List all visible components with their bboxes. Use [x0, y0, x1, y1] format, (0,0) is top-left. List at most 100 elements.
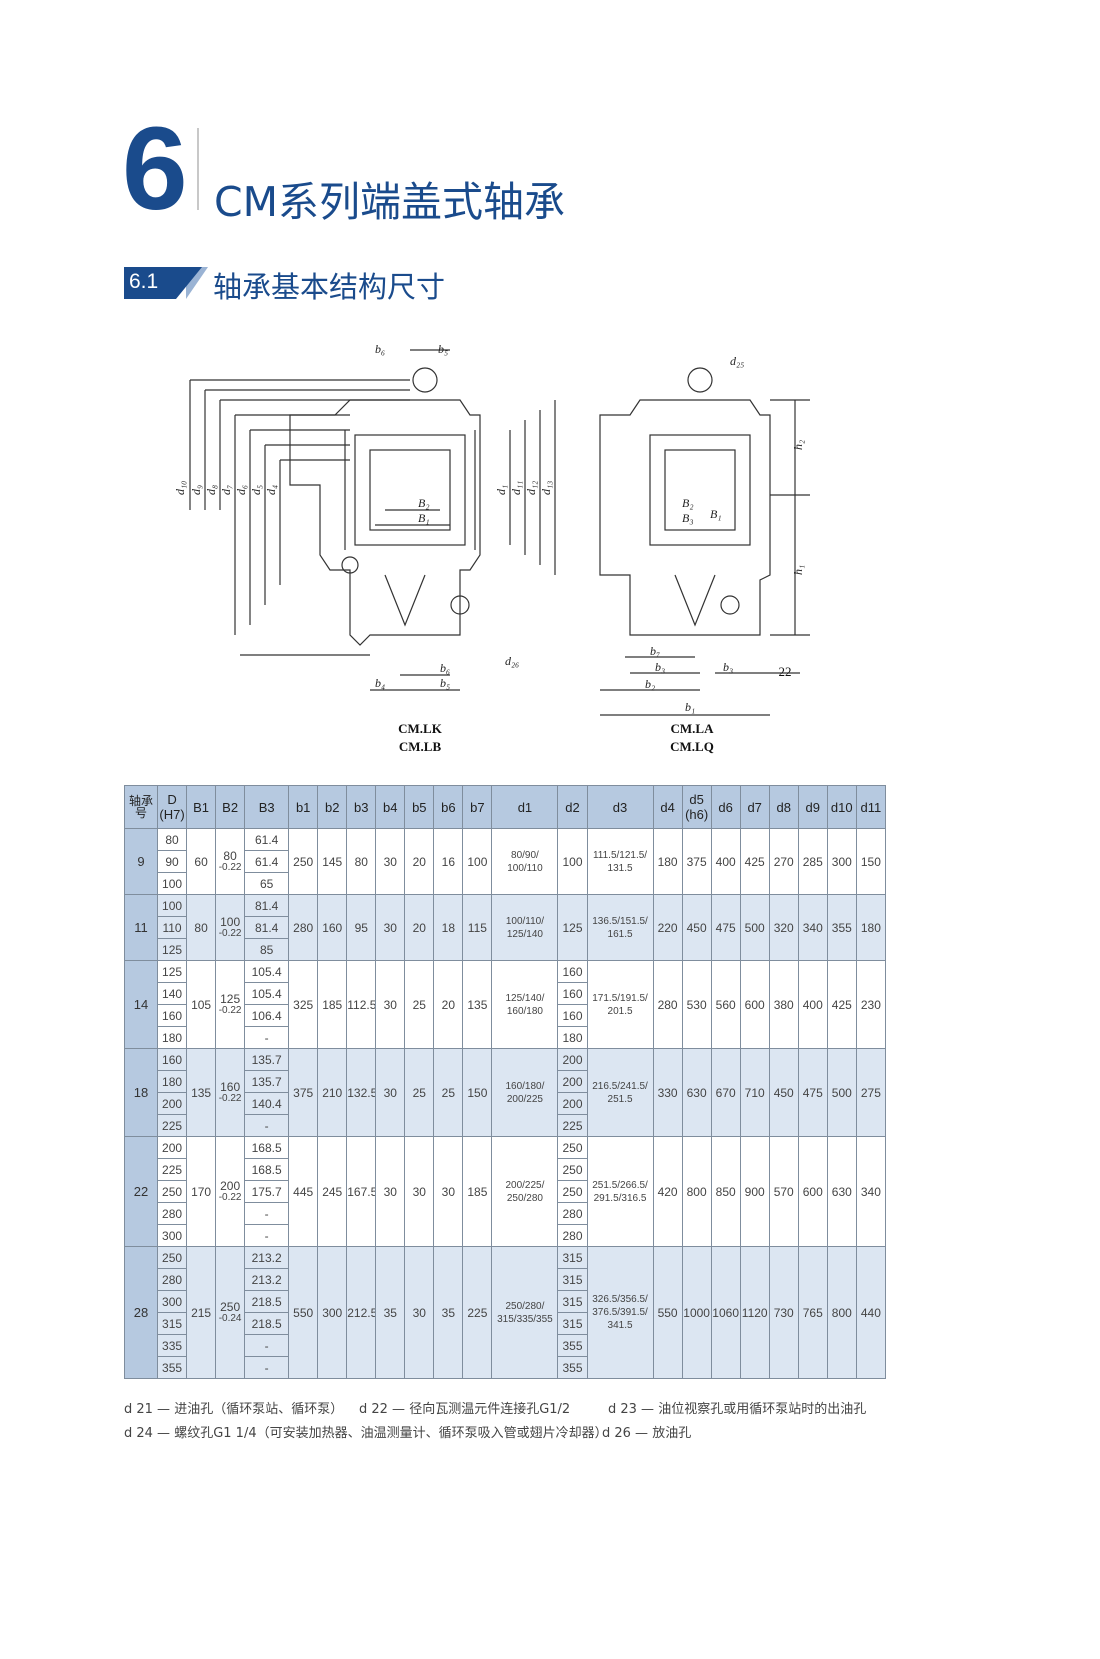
table-cell: 115 [462, 894, 493, 961]
table-cell: 150 [462, 1048, 493, 1137]
caption-left-1: CM.LK [398, 721, 443, 736]
table-cell: 61.4 [244, 828, 290, 851]
d1-cell: 160/180/ 200/225 [491, 1048, 559, 1137]
column-header: b6 [433, 785, 464, 829]
table-cell: 315 [557, 1268, 588, 1291]
table-cell: 160 [317, 894, 348, 961]
table-cell: 106.4 [244, 1004, 290, 1027]
table-cell: 185 [317, 960, 348, 1049]
table-cell: 225 [462, 1246, 493, 1379]
table-cell: 500 [739, 894, 770, 961]
bore-diameter-cell: 100 [157, 894, 188, 917]
table-cell: 330 [652, 1048, 683, 1137]
table-cell: 425 [739, 828, 770, 895]
bore-diameter-cell: 125 [157, 960, 188, 983]
table-cell: 285 [797, 828, 828, 895]
svg-text:d₅: d₅ [249, 485, 263, 495]
table-cell: 800 [681, 1136, 712, 1247]
d1-cell: 200/225/ 250/280 [491, 1136, 559, 1247]
table-cell: 145 [317, 828, 348, 895]
bearing-number-cell: 14 [123, 960, 159, 1049]
table-cell: 280 [652, 960, 683, 1049]
table-cell: 475 [710, 894, 741, 961]
table-cell: 20 [404, 828, 435, 895]
svg-text:b₄: b₄ [375, 676, 385, 690]
table-cell: 250 [288, 828, 319, 895]
table-cell: 730 [768, 1246, 799, 1379]
table-cell: 135 [462, 960, 493, 1049]
table-cell: 105.4 [244, 982, 290, 1005]
table-cell: 325 [288, 960, 319, 1049]
table-cell: 60 [186, 828, 217, 895]
table-cell: 30 [404, 1246, 435, 1379]
bore-diameter-cell: 225 [157, 1114, 188, 1137]
column-header: b4 [375, 785, 406, 829]
svg-text:b₅: b₅ [440, 676, 450, 690]
table-cell: 80 [186, 894, 217, 961]
table-cell: 135 [186, 1048, 217, 1137]
table-cell: 250 [557, 1158, 588, 1181]
column-header: d2 [557, 785, 588, 829]
svg-text:d₁₁: d₁₁ [509, 481, 523, 495]
table-cell: 30 [433, 1136, 464, 1247]
bore-diameter-cell: 90 [157, 850, 188, 873]
table-cell: 180 [557, 1026, 588, 1049]
table-cell: 326.5/356.5/ 376.5/391.5/ 341.5 [586, 1246, 654, 1379]
section-number: 6.1 [129, 270, 159, 293]
table-cell: 300 [826, 828, 857, 895]
column-header: d5 (h6) [681, 785, 712, 829]
svg-text:h₂: h₂ [791, 440, 805, 450]
table-cell: 355 [557, 1356, 588, 1379]
table-cell: 175.7 [244, 1180, 290, 1203]
table-cell: 550 [288, 1246, 319, 1379]
table-cell: 135.7 [244, 1048, 290, 1071]
bore-diameter-cell: 80 [157, 828, 188, 851]
table-cell: 30 [375, 1136, 406, 1247]
table-cell: 1120 [739, 1246, 770, 1379]
bore-diameter-cell: 125 [157, 938, 188, 961]
table-cell: 216.5/241.5/ 251.5 [586, 1048, 654, 1137]
table-cell: 440 [855, 1246, 887, 1379]
svg-text:B₁: B₁ [710, 507, 722, 521]
table-cell: 218.5 [244, 1290, 290, 1313]
table-cell: 670 [710, 1048, 741, 1137]
bore-diameter-cell: 180 [157, 1026, 188, 1049]
bore-diameter-cell: 315 [157, 1312, 188, 1335]
table-cell: 375 [681, 828, 712, 895]
table-cell: 850 [710, 1136, 741, 1247]
bore-diameter-cell: 280 [157, 1202, 188, 1225]
column-header: b2 [317, 785, 348, 829]
column-header: 轴承号 [123, 785, 159, 829]
table-cell: 445 [288, 1136, 319, 1247]
table-cell: 765 [797, 1246, 828, 1379]
table-cell: 250 [557, 1180, 588, 1203]
table-cell: 35 [433, 1246, 464, 1379]
table-cell: 105.4 [244, 960, 290, 983]
table-cell: 105 [186, 960, 217, 1049]
b2-tolerance-cell: 80-0.22 [215, 828, 246, 895]
note-d21: d 21 — 进油孔（循环泵站、循环泵） [124, 1402, 344, 1417]
table-cell: 100 [557, 828, 588, 895]
table-cell: 20 [433, 960, 464, 1049]
table-cell: 180 [855, 894, 887, 961]
column-header: d7 [739, 785, 770, 829]
column-header: B1 [186, 785, 217, 829]
table-cell: 167.5 [346, 1136, 377, 1247]
column-header: B3 [244, 785, 290, 829]
note-d22: d 22 — 径向瓦测温元件连接孔G1/2 [359, 1402, 571, 1417]
table-cell: 30 [375, 828, 406, 895]
table-cell: 251.5/266.5/ 291.5/316.5 [586, 1136, 654, 1247]
table-cell: 80 [346, 828, 377, 895]
table-cell: 81.4 [244, 894, 290, 917]
table-cell: 168.5 [244, 1136, 290, 1159]
table-cell: 500 [826, 1048, 857, 1137]
table-cell: 450 [681, 894, 712, 961]
table-row: 180-180 [125, 1026, 886, 1049]
bore-diameter-cell: 335 [157, 1334, 188, 1357]
column-header: d11 [855, 785, 887, 829]
column-header: d4 [652, 785, 683, 829]
